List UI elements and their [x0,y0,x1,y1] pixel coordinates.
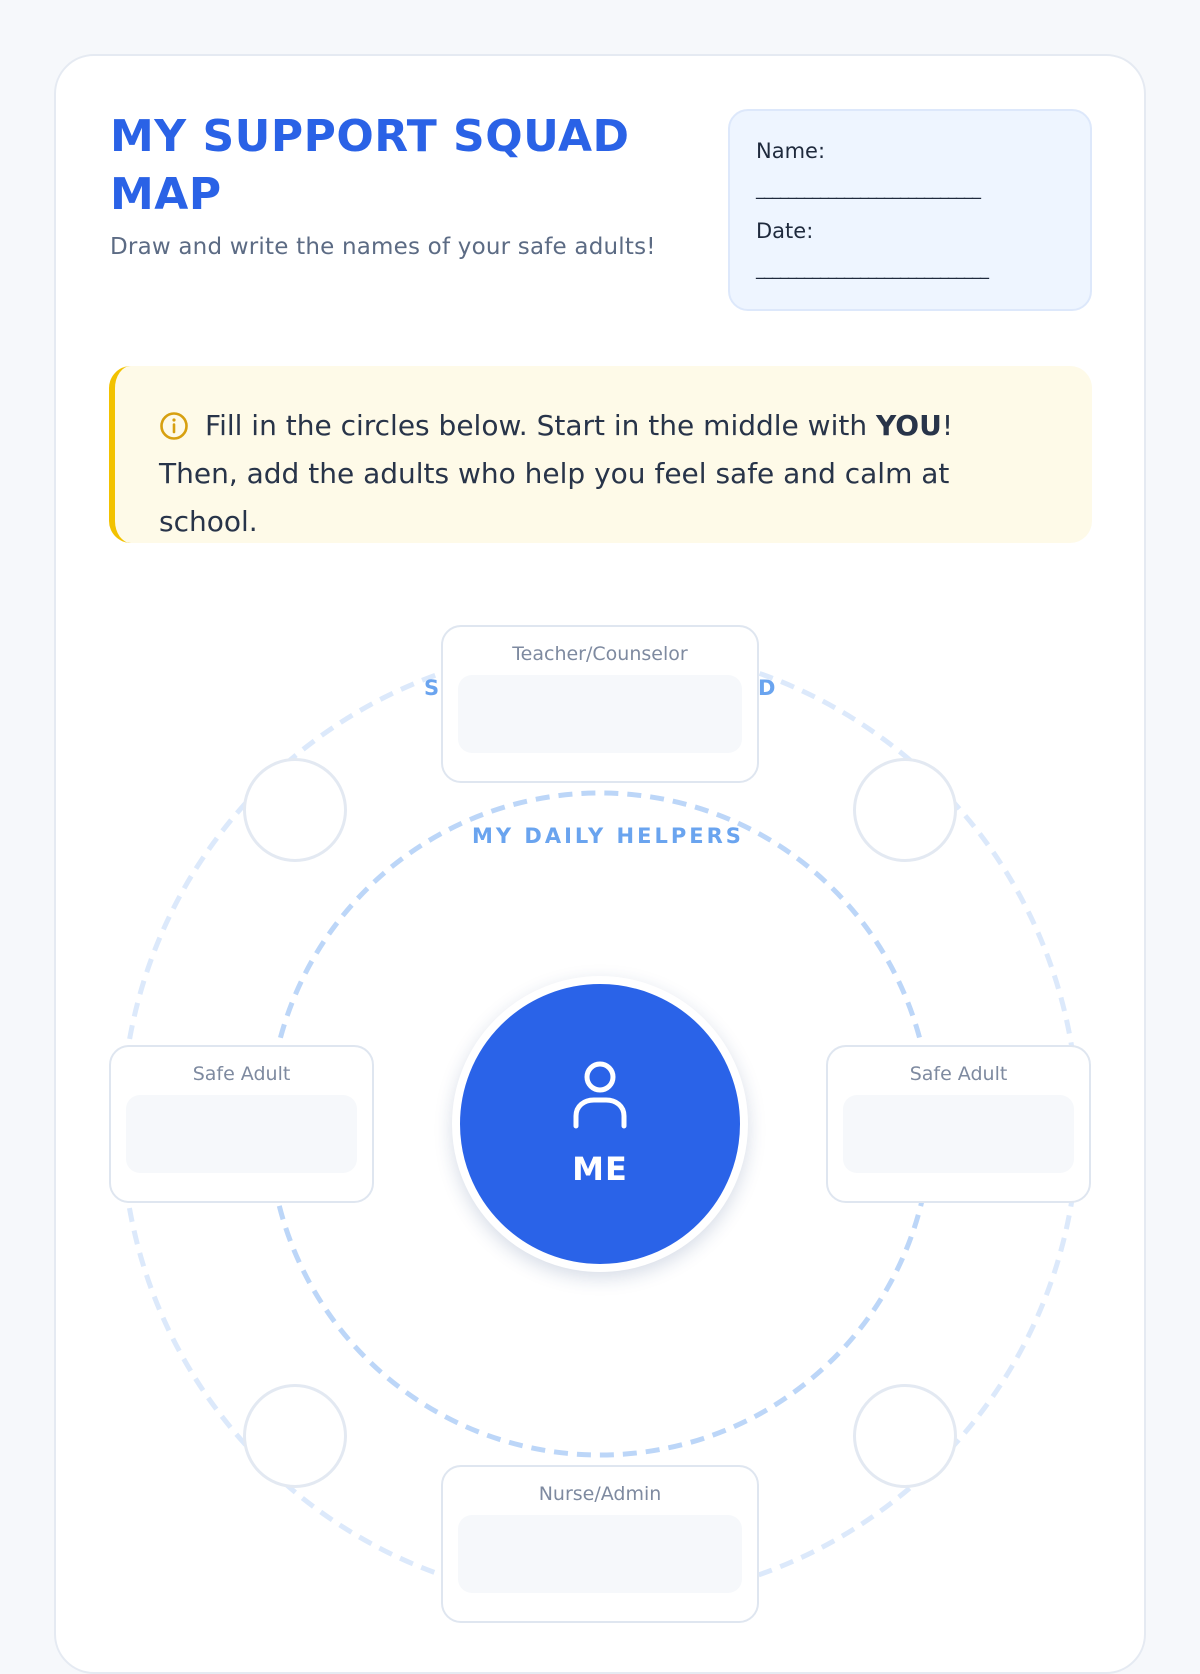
date-field[interactable]: _____________________________ [756,259,989,280]
name-label: Name: [756,139,826,163]
me-label: ME [572,1150,628,1188]
worksheet-card [54,54,1146,1674]
info-icon [160,412,188,440]
slot-label: Nurse/Admin [538,1483,662,1505]
slot-input[interactable] [843,1095,1074,1173]
slot-teacher-counselor: Teacher/Counselor [441,625,759,783]
support-map-rings [119,643,1081,1600]
page-subtitle: Draw and write the names of your safe ad… [110,234,656,260]
slot-input[interactable] [458,1515,742,1593]
name-field[interactable]: ____________________________ [756,179,981,200]
outer-ring-label-right: D [758,676,779,700]
slot-label: Safe Adult [909,1063,1008,1085]
inner-ring-label: MY DAILY HELPERS [472,824,744,848]
slot-safe-adult-left: Safe Adult [109,1045,374,1203]
slot-input[interactable] [126,1095,357,1173]
slot-safe-adult-right: Safe Adult [826,1045,1091,1203]
instructions-text-end: ! Then, add the adults who help you feel… [159,409,954,538]
helper-circle-top-left[interactable] [243,758,347,862]
page-title: MY SUPPORT SQUAD MAP [110,111,630,220]
date-label: Date: [756,219,814,243]
slot-nurse-admin: Nurse/Admin [441,1465,759,1623]
outer-ring-label-left: S [424,676,443,700]
slot-label: Teacher/Counselor [512,643,688,665]
me-circle: ME [452,976,748,1272]
helper-circle-top-right[interactable] [853,758,957,862]
person-icon [573,1061,627,1129]
instructions-banner: Fill in the circles below. Start in the … [109,366,1092,543]
instructions-text-start: Fill in the circles below. Start in the … [205,409,876,442]
instructions-emphasis: YOU [875,409,942,442]
instructions-text: Fill in the circles below. Start in the … [159,402,1039,546]
slot-label: Safe Adult [192,1063,291,1085]
slot-input[interactable] [458,675,742,753]
name-date-box: Name: ____________________________ Date:… [728,109,1092,311]
helper-circle-bottom-right[interactable] [853,1384,957,1488]
helper-circle-bottom-left[interactable] [243,1384,347,1488]
